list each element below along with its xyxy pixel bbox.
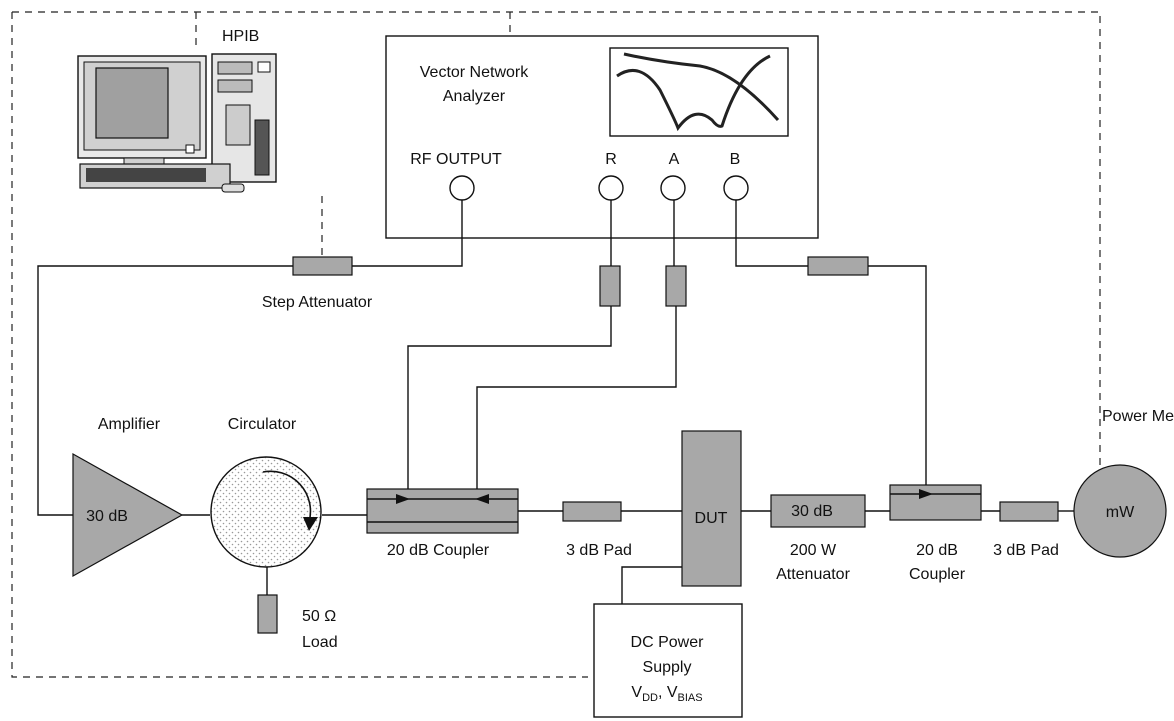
dc-label-line1: DC Power [631, 634, 705, 651]
attenuator-label-line2: Attenuator [776, 566, 851, 583]
port-r [598, 175, 624, 201]
dc-power-supply [593, 603, 743, 718]
coupler2-label-line1: 20 dB [916, 542, 958, 559]
vna-trace-2 [623, 52, 780, 122]
step-attenuator-label: Step Attenuator [262, 294, 373, 311]
step-attenuator [292, 256, 353, 276]
coupler-20db-1 [366, 488, 519, 534]
pad-b-line [807, 256, 869, 276]
port-a-label: A [669, 151, 680, 168]
dc-vbias-sub: BIAS [678, 692, 703, 704]
power-meter-label: Power Meter [1102, 408, 1174, 425]
coupler2-arrow-icon [919, 489, 933, 499]
coupler2-label-line2: Coupler [909, 566, 966, 583]
vna-title-line1: Vector Network [420, 64, 529, 81]
port-b-label: B [730, 151, 741, 168]
load-50-ohm [257, 594, 278, 634]
circulator-label: Circulator [228, 416, 297, 433]
circulator-arrowhead-icon [303, 517, 318, 531]
dc-label-line2: Supply [643, 659, 692, 676]
circulator [210, 456, 322, 568]
rf-output-label: RF OUTPUT [410, 151, 502, 168]
attenuator-200w [770, 494, 866, 528]
pad1-label: 3 dB Pad [566, 542, 632, 559]
port-b [723, 175, 749, 201]
pad-3db-2 [999, 501, 1059, 522]
power-meter [1073, 464, 1167, 558]
attenuator-label-line1: 200 W [790, 542, 837, 559]
rf-wiring [37, 200, 1074, 604]
power-meter-unit: mW [1106, 504, 1135, 521]
vna-title-line2: Analyzer [443, 88, 506, 105]
coupler-20db-2 [889, 484, 982, 521]
vna-trace-1 [616, 54, 771, 132]
pad-a-line [665, 265, 687, 307]
port-r-label: R [605, 151, 617, 168]
rf-output-port [449, 175, 475, 201]
coupler1-label: 20 dB Coupler [387, 542, 490, 559]
load-label-line2: Load [302, 634, 338, 651]
hpib-bus [11, 11, 1101, 678]
pad2-label: 3 dB Pad [993, 542, 1059, 559]
dc-vdd-sub: DD [642, 692, 658, 704]
circulator-arrow-icon [262, 470, 312, 523]
amplifier [72, 452, 184, 578]
dc-sep: , V [658, 684, 678, 701]
dc-vdd-main: V [631, 684, 642, 701]
amplifier-gain: 30 dB [86, 508, 128, 525]
computer-icon [77, 53, 277, 193]
pad-3db-1 [562, 501, 622, 522]
hpib-label: HPIB [222, 28, 259, 45]
port-a [660, 175, 686, 201]
pad-r-line [599, 265, 621, 307]
coupler1-arrow-right-icon [396, 494, 410, 504]
load-label-line1: 50 Ω [302, 608, 336, 625]
amplifier-label: Amplifier [98, 416, 161, 433]
attenuator-value: 30 dB [791, 503, 833, 520]
coupler1-arrow-left-icon [475, 494, 489, 504]
dc-label-line3: VDD, VBIAS [631, 684, 702, 704]
dut [681, 430, 742, 587]
dut-label: DUT [695, 510, 728, 527]
